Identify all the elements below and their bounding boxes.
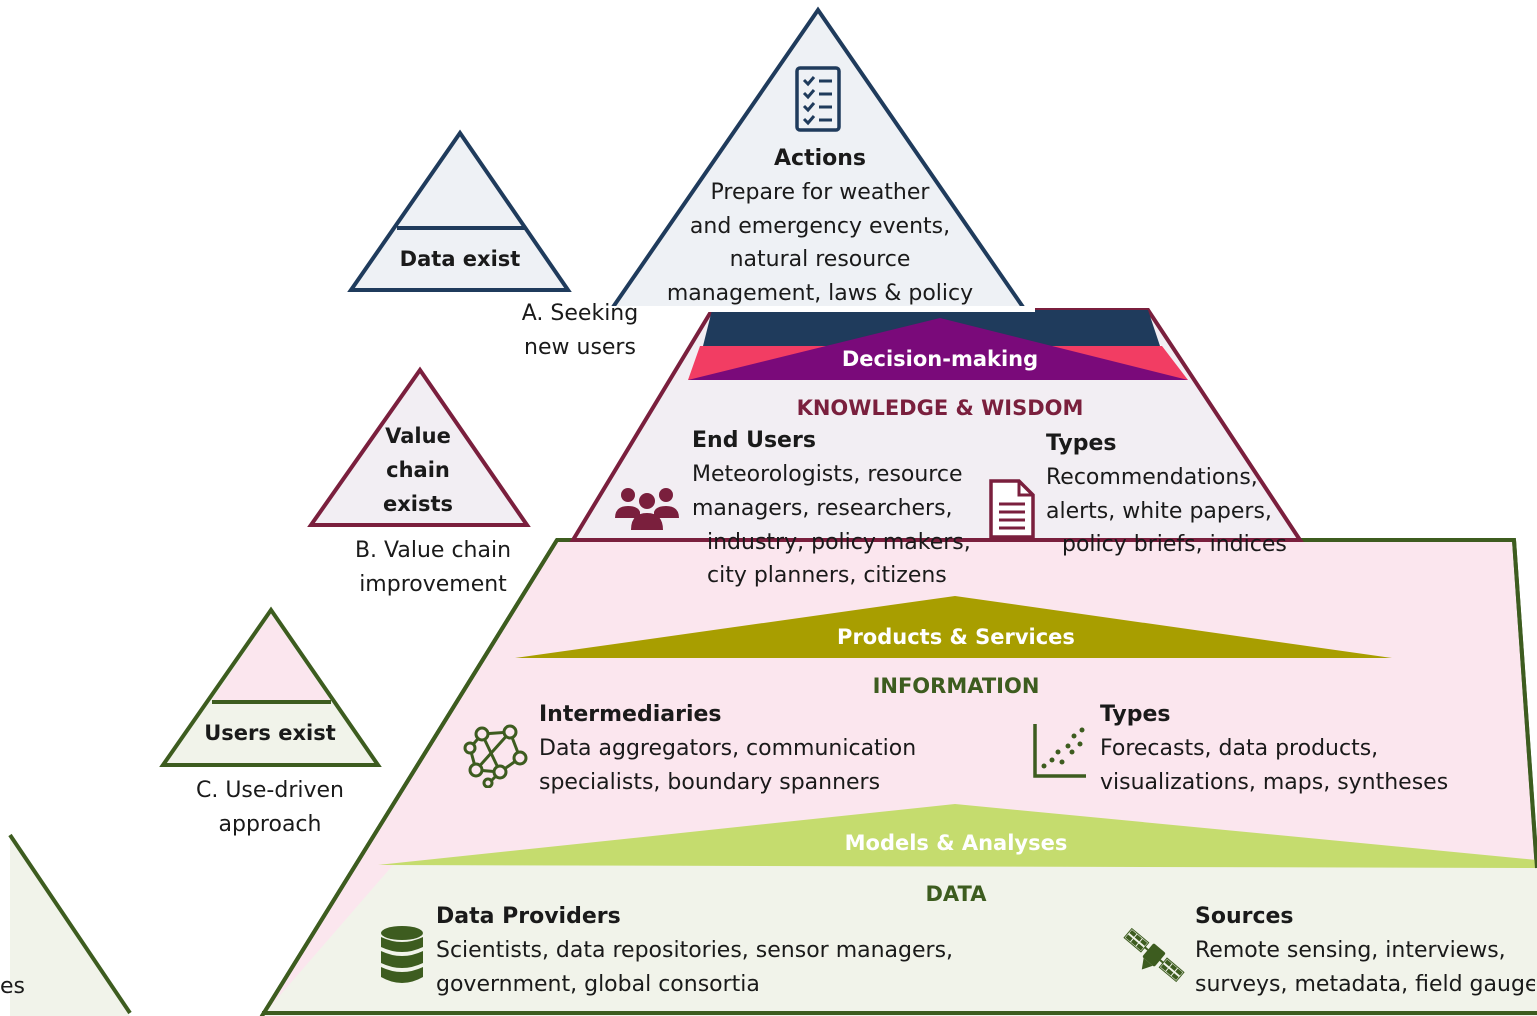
side-b-caption-2: improvement: [359, 572, 507, 597]
actions-desc-3: natural resource: [729, 247, 911, 272]
actions-desc-4: management, laws & policy: [666, 281, 974, 306]
end-users-desc-3: industry, policy makers,: [707, 530, 971, 555]
knowledge-types-title: Types: [1046, 431, 1117, 456]
knowledge-types-desc-3: policy briefs, indices: [1062, 532, 1287, 557]
products-band: [515, 596, 1392, 658]
knowledge-types-desc-2: alerts, white papers,: [1046, 499, 1272, 524]
side-a-label: Data exist: [399, 247, 521, 271]
end-users-desc-1: Meteorologists, resource: [692, 462, 963, 487]
end-users-desc-4: city planners, citizens: [707, 563, 947, 588]
models-band: [378, 804, 1537, 868]
information-types-title: Types: [1100, 702, 1171, 727]
intermediaries-desc-2: specialists, boundary spanners: [539, 770, 881, 795]
side-triangle-a: [347, 129, 572, 292]
document-icon: [989, 479, 1035, 539]
checklist-icon: [795, 66, 841, 132]
end-users-desc-2: managers, researchers,: [692, 496, 953, 521]
data-providers-desc-2: government, global consortia: [436, 972, 760, 997]
side-triangle-b: [307, 366, 531, 527]
side-b-caption-1: B. Value chain: [354, 538, 512, 563]
data-providers-desc-1: Scientists, data repositories, sensor ma…: [436, 938, 954, 963]
knowledge-heading: KNOWLEDGE & WISDOM: [796, 396, 1084, 420]
end-users-title: End Users: [692, 428, 816, 453]
products-services-label: Products & Services: [837, 625, 1075, 649]
side-c-caption-1: C. Use-driven: [195, 778, 344, 803]
sources-title: Sources: [1195, 904, 1294, 929]
information-heading: INFORMATION: [872, 674, 1040, 698]
side-b-label-1: Value: [385, 424, 451, 448]
actions-title: Actions: [774, 146, 866, 171]
side-b-label-3: exists: [382, 492, 454, 516]
satellite-icon: [1123, 927, 1185, 983]
data-providers-title: Data Providers: [436, 904, 621, 929]
people-icon: [615, 488, 679, 530]
actions-desc-2: and emergency events,: [689, 214, 951, 239]
side-d-edge: [8, 833, 132, 1015]
decision-band: [688, 318, 1188, 380]
actions-triangle-base-cover: [600, 306, 1035, 312]
information-types-desc-1: Forecasts, data products,: [1100, 736, 1379, 761]
green-pyramid-right-edge: [1512, 539, 1537, 869]
side-c-label: Users exist: [204, 721, 336, 745]
information-types-desc-2: visualizations, maps, syntheses: [1100, 770, 1449, 795]
sources-desc-2: surveys, metadata, field gauges: [1195, 972, 1535, 997]
actions-desc-1: Prepare for weather: [710, 180, 930, 205]
side-c-caption-2: approach: [218, 812, 322, 837]
decision-making-label: Decision-making: [841, 347, 1039, 371]
database-icon: [381, 926, 423, 983]
side-a-caption-2: new users: [524, 335, 636, 360]
side-b-label-2: chain: [386, 458, 450, 482]
side-a-caption-1: A. Seeking: [521, 301, 639, 326]
side-d-fragment: es: [0, 974, 25, 999]
sources-desc-1: Remote sensing, interviews,: [1195, 938, 1506, 963]
data-tier-band: [262, 865, 1537, 1016]
side-c-top-fill: [212, 614, 330, 700]
network-icon: [463, 724, 528, 788]
green-pyramid-edges: [260, 538, 559, 1016]
data-heading: DATA: [925, 882, 987, 906]
intermediaries-desc-1: Data aggregators, communication: [539, 736, 917, 761]
knowledge-types-desc-1: Recommendations,: [1046, 465, 1258, 490]
scatter-plot-icon: [1033, 724, 1086, 778]
models-analyses-label: Models & Analyses: [844, 831, 1068, 855]
intermediaries-title: Intermediaries: [539, 702, 722, 727]
